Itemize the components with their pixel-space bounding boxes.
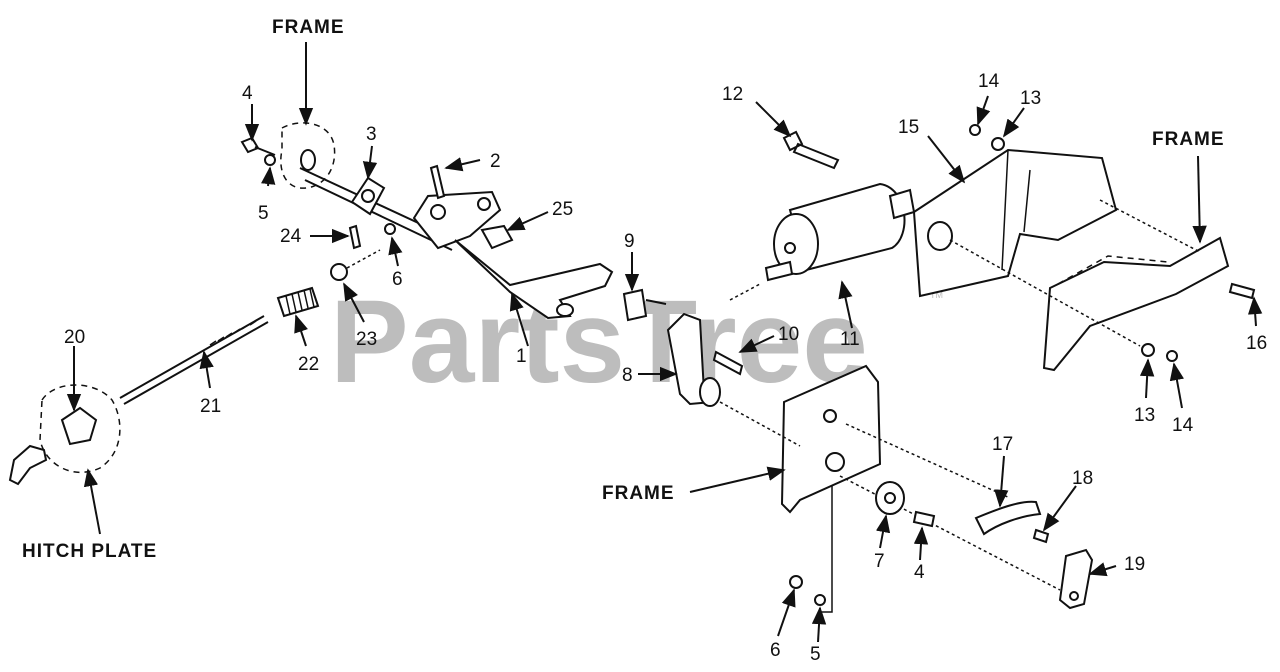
- callout-8: 8: [622, 365, 633, 386]
- center-line-19: [839, 475, 1061, 591]
- callout-23: 23: [356, 329, 377, 350]
- callout-5-bottom: 5: [810, 644, 821, 665]
- callout-9: 9: [624, 231, 635, 252]
- frame-bottom-plate: [780, 364, 882, 514]
- screw-18: [1032, 528, 1050, 544]
- callout-6-bottom: 6: [770, 640, 781, 661]
- bolt-16: [1228, 282, 1256, 300]
- callout-14-bottom: 14: [1172, 415, 1194, 436]
- watermark-text: PartsTree: [330, 276, 868, 408]
- callout-4-top: 4: [242, 83, 253, 104]
- bracket-hole: [430, 204, 446, 220]
- callout-17: 17: [992, 434, 1013, 455]
- bracket-9: [622, 288, 648, 322]
- roll-pin-2: [429, 164, 446, 200]
- callout-7: 7: [874, 551, 885, 572]
- bracket-15-boss: [927, 221, 953, 251]
- nut-6-top: [384, 223, 396, 235]
- label-frame-bottom: FRAME: [602, 483, 675, 504]
- callout-13-top: 13: [1020, 88, 1041, 109]
- callout-21: 21: [200, 396, 221, 417]
- handle-19: [1058, 548, 1094, 610]
- nut-14-bottom: [1166, 350, 1178, 362]
- frame-right-hidden: [1057, 255, 1169, 285]
- nut-6-bottom: [789, 575, 803, 589]
- callout-15: 15: [898, 117, 919, 138]
- hitch-plate-outline: [39, 384, 121, 473]
- callout-20: 20: [64, 327, 85, 348]
- frame-right: [1042, 236, 1230, 372]
- callout-10: 10: [778, 324, 799, 345]
- cylinder-11-face: [773, 213, 819, 275]
- callout-22: 22: [298, 354, 319, 375]
- callout-3: 3: [366, 124, 377, 145]
- lift-arm-1: [454, 239, 614, 320]
- bolt-4-top: [240, 136, 276, 156]
- callout-19: 19: [1124, 554, 1145, 575]
- washer-13-bottom: [1141, 343, 1155, 357]
- center-line-bracket: [1099, 199, 1201, 253]
- shaft-end: [300, 149, 316, 171]
- callout-1: 1: [516, 346, 527, 367]
- lift-arm-end: [556, 303, 574, 317]
- label-frame-right: FRAME: [1152, 129, 1225, 150]
- bolt-12: [782, 130, 840, 170]
- callout-12: 12: [722, 84, 743, 105]
- leader-arrows: [66, 42, 1263, 643]
- cotter-24: [348, 224, 362, 250]
- clip-20: [60, 406, 98, 446]
- trademark-text: TM: [930, 290, 943, 300]
- center-line-23: [346, 249, 381, 269]
- pin-10: [712, 350, 744, 376]
- callout-25: 25: [552, 199, 573, 220]
- spring-coils: [285, 288, 315, 315]
- callout-11: 11: [840, 329, 860, 350]
- center-line-bottom: [818, 486, 833, 613]
- washer-23: [330, 263, 348, 281]
- link-8-hub: [699, 377, 721, 407]
- callout-24: 24: [280, 226, 302, 247]
- rod-threads: [209, 320, 257, 346]
- callout-4-bottom: 4: [914, 562, 925, 583]
- bracket-15-edge: [1001, 149, 1031, 271]
- sector-17: [974, 500, 1042, 536]
- cylinder-lug: [888, 188, 916, 220]
- callout-5-top: 5: [258, 203, 269, 224]
- bracket-15: [912, 148, 1118, 298]
- washer-13-top: [991, 137, 1005, 151]
- callout-6-top: 6: [392, 269, 403, 290]
- label-hitch-plate: HITCH PLATE: [22, 541, 157, 562]
- washer-5-top: [264, 154, 276, 166]
- plate-hole-2: [825, 452, 845, 472]
- cylinder-shaft: [764, 260, 794, 282]
- bracket-hole-2: [477, 197, 491, 211]
- callout-18: 18: [1072, 468, 1093, 489]
- plate-hole-1: [823, 409, 837, 423]
- spring-22: [276, 286, 320, 318]
- center-line-frame: [949, 239, 1141, 347]
- handle-hole: [1069, 591, 1079, 601]
- plate-7-hole: [884, 492, 896, 504]
- callout-13-bottom: 13: [1134, 405, 1155, 426]
- nut-14-top: [969, 124, 981, 136]
- cylinder-hole: [784, 242, 796, 254]
- hitch-pin: [8, 444, 48, 486]
- callout-14-top: 14: [978, 71, 1000, 92]
- label-frame-top: FRAME: [272, 17, 345, 38]
- rod-21: [119, 315, 269, 405]
- washer-5-bottom: [814, 594, 826, 606]
- pin-25: [480, 224, 514, 250]
- bearing-hole: [361, 189, 375, 203]
- bracket-9-stud: [645, 299, 667, 305]
- bolt-4-bottom: [912, 510, 936, 528]
- callout-16: 16: [1246, 333, 1267, 354]
- callout-2: 2: [490, 151, 501, 172]
